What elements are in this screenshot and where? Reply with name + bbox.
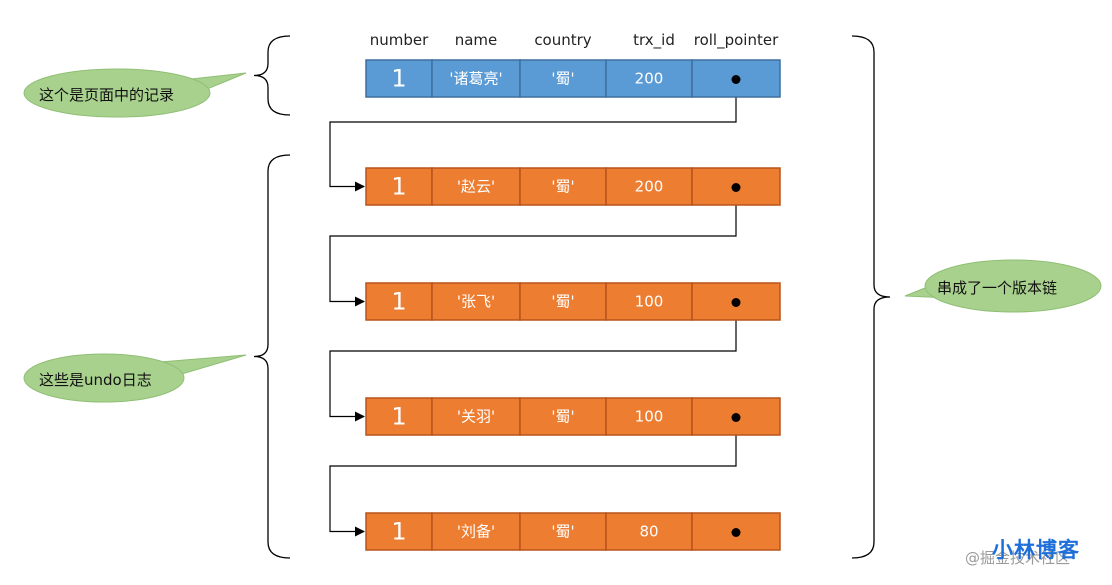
undo-log-brace bbox=[253, 154, 291, 559]
watermark-sub: @掘金技术社区 bbox=[965, 549, 1071, 567]
undo-record-row: 1 '关羽' '蜀' 100 bbox=[365, 397, 781, 436]
record-cell bbox=[519, 167, 607, 206]
cell-name: '张飞' bbox=[457, 293, 495, 311]
header-name: name bbox=[454, 31, 498, 49]
roll-pointer-link bbox=[329, 79, 737, 192]
header-trx-id: trx_id bbox=[633, 31, 675, 49]
callout-page-record: 这个是页面中的记录 bbox=[39, 86, 175, 104]
header-country: country bbox=[534, 31, 592, 49]
callout-version-chain: 串成了一个版本链 bbox=[937, 279, 1058, 297]
cell-name: '赵云' bbox=[457, 178, 495, 196]
undo-record-row: 1 '赵云' '蜀' 200 bbox=[365, 167, 781, 206]
record-cell bbox=[431, 167, 521, 206]
record-cell bbox=[605, 59, 693, 98]
cell-trx-id: 100 bbox=[635, 408, 664, 426]
cell-country: '蜀' bbox=[551, 408, 574, 426]
cell-trx-id: 80 bbox=[639, 523, 658, 541]
record-cell bbox=[691, 282, 781, 321]
roll-pointer-links bbox=[329, 79, 737, 537]
page-record-bubble bbox=[23, 68, 247, 118]
cell-number: 1 bbox=[391, 403, 406, 431]
cell-number: 1 bbox=[391, 288, 406, 316]
record-cell bbox=[519, 512, 607, 551]
record-cell bbox=[365, 167, 433, 206]
undo-log-bubble bbox=[23, 353, 247, 403]
cell-trx-id: 100 bbox=[635, 293, 664, 311]
undo-record-row: 1 '张飞' '蜀' 100 bbox=[365, 282, 781, 321]
cell-trx-id: 200 bbox=[635, 70, 664, 88]
cell-number: 1 bbox=[391, 518, 406, 546]
cell-country: '蜀' bbox=[551, 70, 574, 88]
records: 1 '诸葛亮' '蜀' 200 1 '赵云' '蜀' 200 1 '张飞' '蜀' 100 1 '关羽' '… bbox=[365, 59, 781, 551]
callout-bubbles bbox=[23, 68, 1102, 403]
cell-name: '关羽' bbox=[457, 408, 495, 426]
roll-pointer-dot bbox=[731, 298, 741, 307]
braces bbox=[253, 35, 891, 559]
cell-trx-id: 200 bbox=[635, 178, 664, 196]
version-chain-brace bbox=[851, 35, 891, 559]
record-cell bbox=[519, 59, 607, 98]
header-number: number bbox=[369, 31, 429, 49]
record-cell bbox=[365, 512, 433, 551]
record-cell bbox=[431, 512, 521, 551]
roll-pointer-link bbox=[329, 417, 737, 537]
record-cell bbox=[605, 512, 693, 551]
cell-country: '蜀' bbox=[551, 178, 574, 196]
record-cell bbox=[519, 282, 607, 321]
cell-country: '蜀' bbox=[551, 293, 574, 311]
record-cell bbox=[431, 397, 521, 436]
cell-number: 1 bbox=[391, 173, 406, 201]
callout-undo-log: 这些是undo日志 bbox=[39, 371, 152, 389]
record-cell bbox=[605, 282, 693, 321]
record-cell bbox=[365, 397, 433, 436]
undo-record-row: 1 '刘备' '蜀' 80 bbox=[365, 512, 781, 551]
cell-name: '刘备' bbox=[457, 523, 495, 541]
header-roll-pointer: roll_pointer bbox=[693, 31, 779, 49]
record-cell bbox=[431, 59, 521, 98]
record-cell bbox=[431, 282, 521, 321]
record-cell bbox=[605, 167, 693, 206]
watermark-main: 小林博客 bbox=[992, 538, 1080, 562]
page-record-brace bbox=[253, 35, 291, 116]
roll-pointer-dot bbox=[731, 75, 741, 84]
record-cell bbox=[365, 282, 433, 321]
roll-pointer-dot bbox=[731, 413, 741, 422]
roll-pointer-dot bbox=[731, 183, 741, 192]
roll-pointer-link bbox=[329, 302, 737, 422]
record-cell bbox=[519, 397, 607, 436]
cell-number: 1 bbox=[391, 65, 406, 93]
record-cell bbox=[365, 59, 433, 98]
version-chain-bubble bbox=[904, 259, 1102, 313]
page-record-row: 1 '诸葛亮' '蜀' 200 bbox=[365, 59, 781, 98]
roll-pointer-link bbox=[329, 187, 737, 307]
cell-name: '诸葛亮' bbox=[449, 70, 502, 88]
cell-country: '蜀' bbox=[551, 523, 574, 541]
roll-pointer-dot bbox=[731, 528, 741, 537]
